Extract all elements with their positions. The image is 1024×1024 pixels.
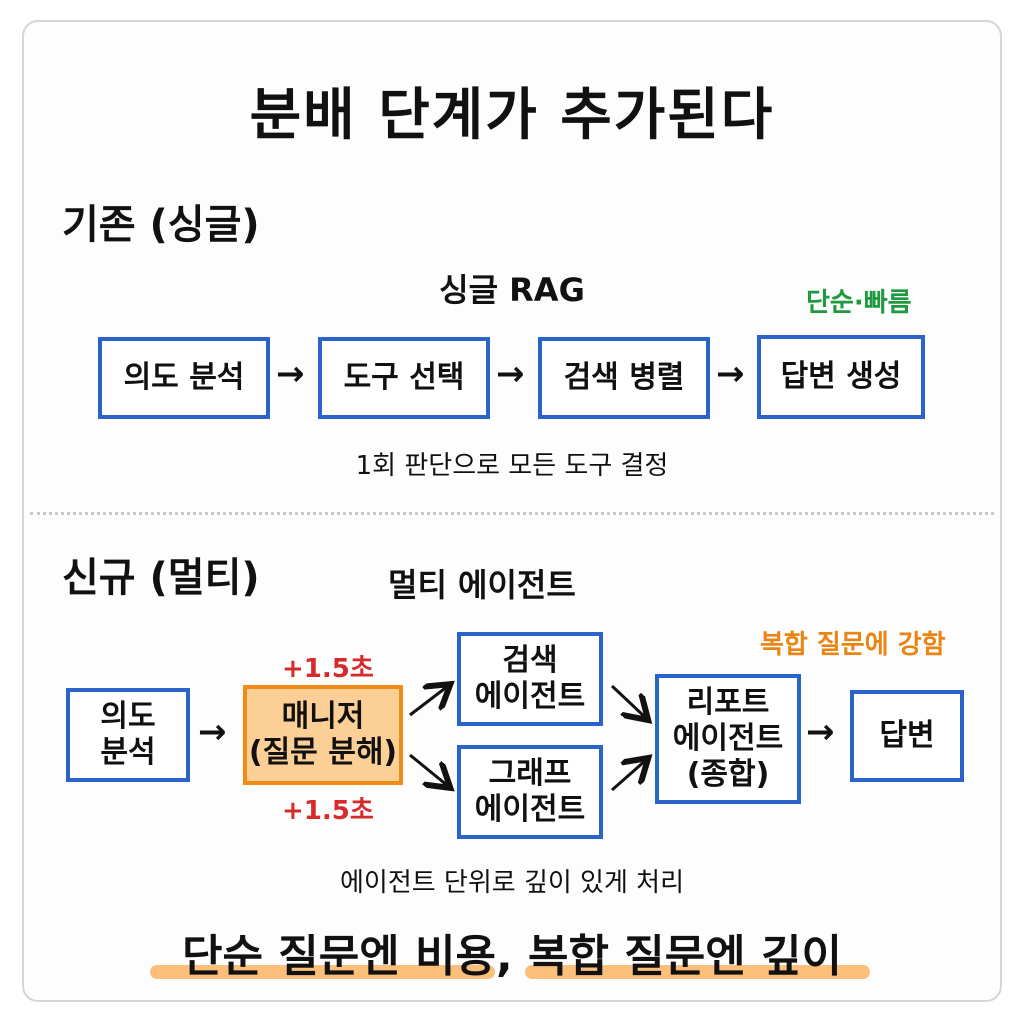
section-divider xyxy=(30,512,994,515)
multi-subtitle: 멀티 에이전트 xyxy=(388,566,576,604)
highlight-underline-2 xyxy=(525,965,870,979)
manager-line1: 매니저 xyxy=(281,699,365,734)
multi-step-intent: 의도 분석 xyxy=(66,688,190,782)
legacy-step-intent: 의도 분석 xyxy=(98,337,270,419)
highlight-underline-1 xyxy=(150,965,495,979)
report-agent-line1: 리포트 xyxy=(686,685,770,720)
legacy-arrow-3: → xyxy=(716,354,745,394)
multi-caption: 에이전트 단위로 깊이 있게 처리 xyxy=(339,868,685,898)
multi-intent-line1: 의도 xyxy=(100,699,156,734)
legacy-arrow-1: → xyxy=(276,354,305,394)
arrow-graph-to-report xyxy=(611,760,646,792)
conclusion: 단순 질문엔 비용, 복합 질문엔 깊이 xyxy=(0,920,1024,984)
legacy-step-answer: 답변 생성 xyxy=(757,335,925,419)
legacy-caption: 1회 판단으로 모든 도구 결정 xyxy=(355,451,669,481)
delay-bottom-label: +1.5초 xyxy=(282,796,374,826)
conclusion-part2: 복합 질문엔 깊이 xyxy=(528,931,843,982)
legacy-step-parallel-search: 검색 병렬 xyxy=(538,337,710,419)
multi-heading: 신규 (멀티) xyxy=(62,555,260,601)
legacy-heading: 기존 (싱글) xyxy=(62,202,260,248)
report-agent-line2: 에이전트 xyxy=(672,721,784,756)
manager-line2: (질문 분해) xyxy=(248,735,398,770)
graph-agent-box: 그래프 에이전트 xyxy=(457,745,603,839)
legacy-arrow-2: → xyxy=(496,354,525,394)
graph-agent-line1: 그래프 xyxy=(488,756,572,791)
search-agent-line2: 에이전트 xyxy=(474,679,586,714)
multi-arrow-report-answer: → xyxy=(806,712,835,752)
report-agent-line3: (종합) xyxy=(686,757,770,792)
multi-arrow-intent-manager: → xyxy=(198,712,227,752)
graph-agent-line2: 에이전트 xyxy=(474,792,586,827)
legacy-subtitle: 싱글 RAG xyxy=(439,271,585,309)
report-agent-box: 리포트 에이전트 (종합) xyxy=(655,674,801,804)
multi-intent-line2: 분석 xyxy=(100,735,156,770)
search-agent-line1: 검색 xyxy=(502,643,558,678)
legacy-step-tool-select: 도구 선택 xyxy=(318,337,490,419)
search-agent-box: 검색 에이전트 xyxy=(457,632,603,726)
multi-answer-box: 답변 xyxy=(850,690,964,782)
arrow-manager-to-graph xyxy=(409,753,448,786)
arrow-manager-to-search xyxy=(409,686,448,717)
delay-top-label: +1.5초 xyxy=(282,654,374,684)
legacy-badge: 단순·빠름 xyxy=(806,288,912,318)
manager-box: 매니저 (질문 분해) xyxy=(243,685,403,785)
arrow-search-to-report xyxy=(610,684,646,718)
page-title: 분배 단계가 추가된다 xyxy=(249,83,775,148)
multi-badge: 복합 질문에 강함 xyxy=(760,630,946,660)
conclusion-part1: 단순 질문엔 비용, xyxy=(181,931,513,982)
